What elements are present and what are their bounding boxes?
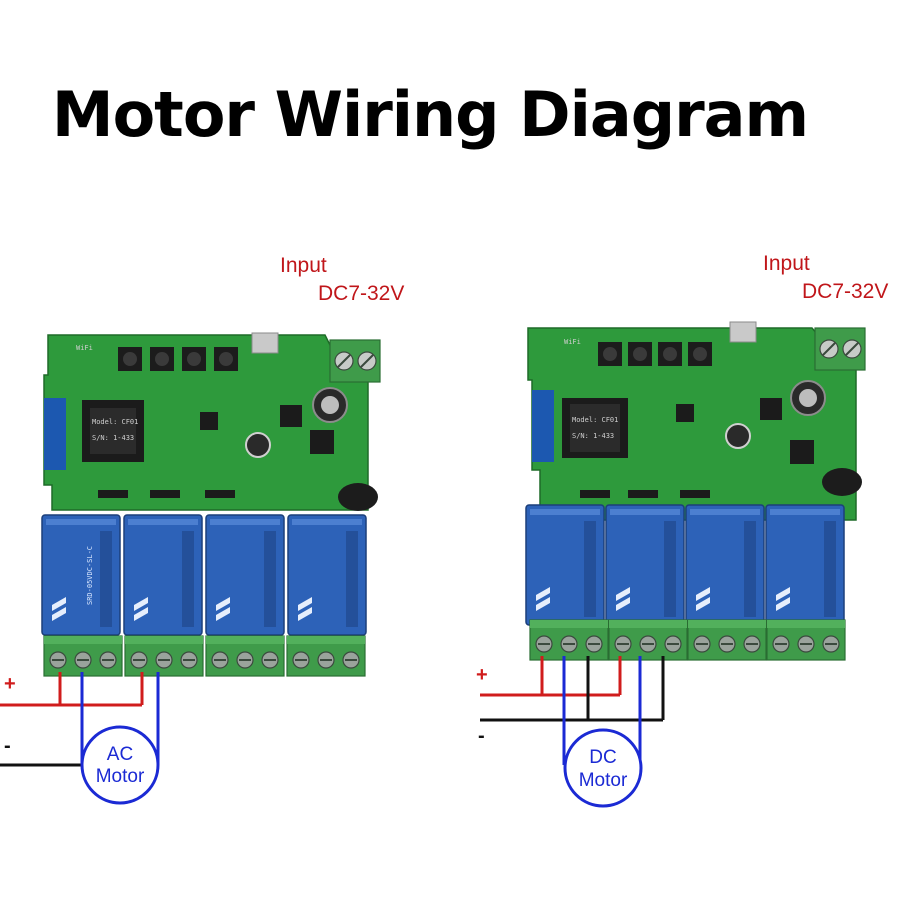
antenna-coil-right <box>822 468 862 496</box>
push-button-r2 <box>628 342 652 366</box>
module-text-2-right: S/N: 1-433 <box>572 432 614 440</box>
silk-label-right: WiFi <box>564 338 581 346</box>
left-terminal-4 <box>286 635 366 677</box>
left-plus-label: + <box>4 673 16 695</box>
ac-motor-symbol <box>80 725 160 805</box>
right-plus-label: + <box>476 664 488 686</box>
module-text-1: Model: CF01 <box>92 418 138 426</box>
push-button-2 <box>150 347 174 371</box>
right-terminal-1 <box>529 619 609 661</box>
left-wiring: AC Motor + - <box>0 672 160 805</box>
regulator-ic <box>310 430 334 454</box>
left-relay-1 <box>41 514 121 636</box>
right-terminal-2 <box>608 619 688 661</box>
left-terminal-3 <box>205 635 285 677</box>
left-relay-4 <box>287 514 367 636</box>
push-button-4 <box>214 347 238 371</box>
right-board: Model: CF01 S/N: 1-433 WiFi <box>525 321 866 661</box>
antenna-chip <box>44 398 66 470</box>
push-button-r4 <box>688 342 712 366</box>
right-minus-label: - <box>478 725 485 747</box>
push-button-1 <box>118 347 142 371</box>
module-text-2: S/N: 1-433 <box>92 434 134 442</box>
inductor <box>280 405 302 427</box>
right-terminal-3 <box>687 619 767 661</box>
right-wiring: DC Motor + - <box>476 656 665 808</box>
right-relay-1 <box>525 504 605 626</box>
dc-motor-symbol <box>563 728 643 808</box>
right-voltage-label: DC7-32V <box>802 280 888 303</box>
ac-motor-label-1: AC <box>107 744 133 765</box>
antenna-chip-right <box>532 390 554 462</box>
capacitor-small <box>245 432 271 458</box>
right-relay-4 <box>765 504 845 626</box>
usb-port <box>251 332 279 354</box>
left-input-label: Input <box>280 254 327 277</box>
ac-motor-label-2: Motor <box>96 766 145 787</box>
usb-port-right <box>729 321 757 343</box>
left-minus-label: - <box>4 735 11 757</box>
left-terminal-1 <box>43 635 123 677</box>
left-terminal-2 <box>124 635 204 677</box>
left-power-terminal <box>329 339 381 383</box>
left-relay-2 <box>123 514 203 636</box>
relay-model-text: SRD-05VDC-SL-C <box>86 546 94 605</box>
right-power-terminal <box>814 327 866 371</box>
right-terminal-4 <box>766 619 846 661</box>
dc-motor-label-2: Motor <box>579 770 628 791</box>
page-title: Motor Wiring Diagram <box>51 78 809 151</box>
right-relay-2 <box>605 504 685 626</box>
left-relay-3 <box>205 514 285 636</box>
right-input-label: Input <box>763 252 810 275</box>
silk-label: WiFi <box>76 344 93 352</box>
push-button-r1 <box>598 342 622 366</box>
right-relay-3 <box>685 504 765 626</box>
left-board: Model: CF01 S/N: 1-433 WiFi SRD-05VDC-SL… <box>41 332 381 677</box>
left-voltage-label: DC7-32V <box>318 282 404 305</box>
push-button-3 <box>182 347 206 371</box>
capacitor-small-right <box>725 423 751 449</box>
module-text-1-right: Model: CF01 <box>572 416 618 424</box>
push-button-r3 <box>658 342 682 366</box>
antenna-coil <box>338 483 378 511</box>
dc-motor-label-1: DC <box>589 747 616 768</box>
